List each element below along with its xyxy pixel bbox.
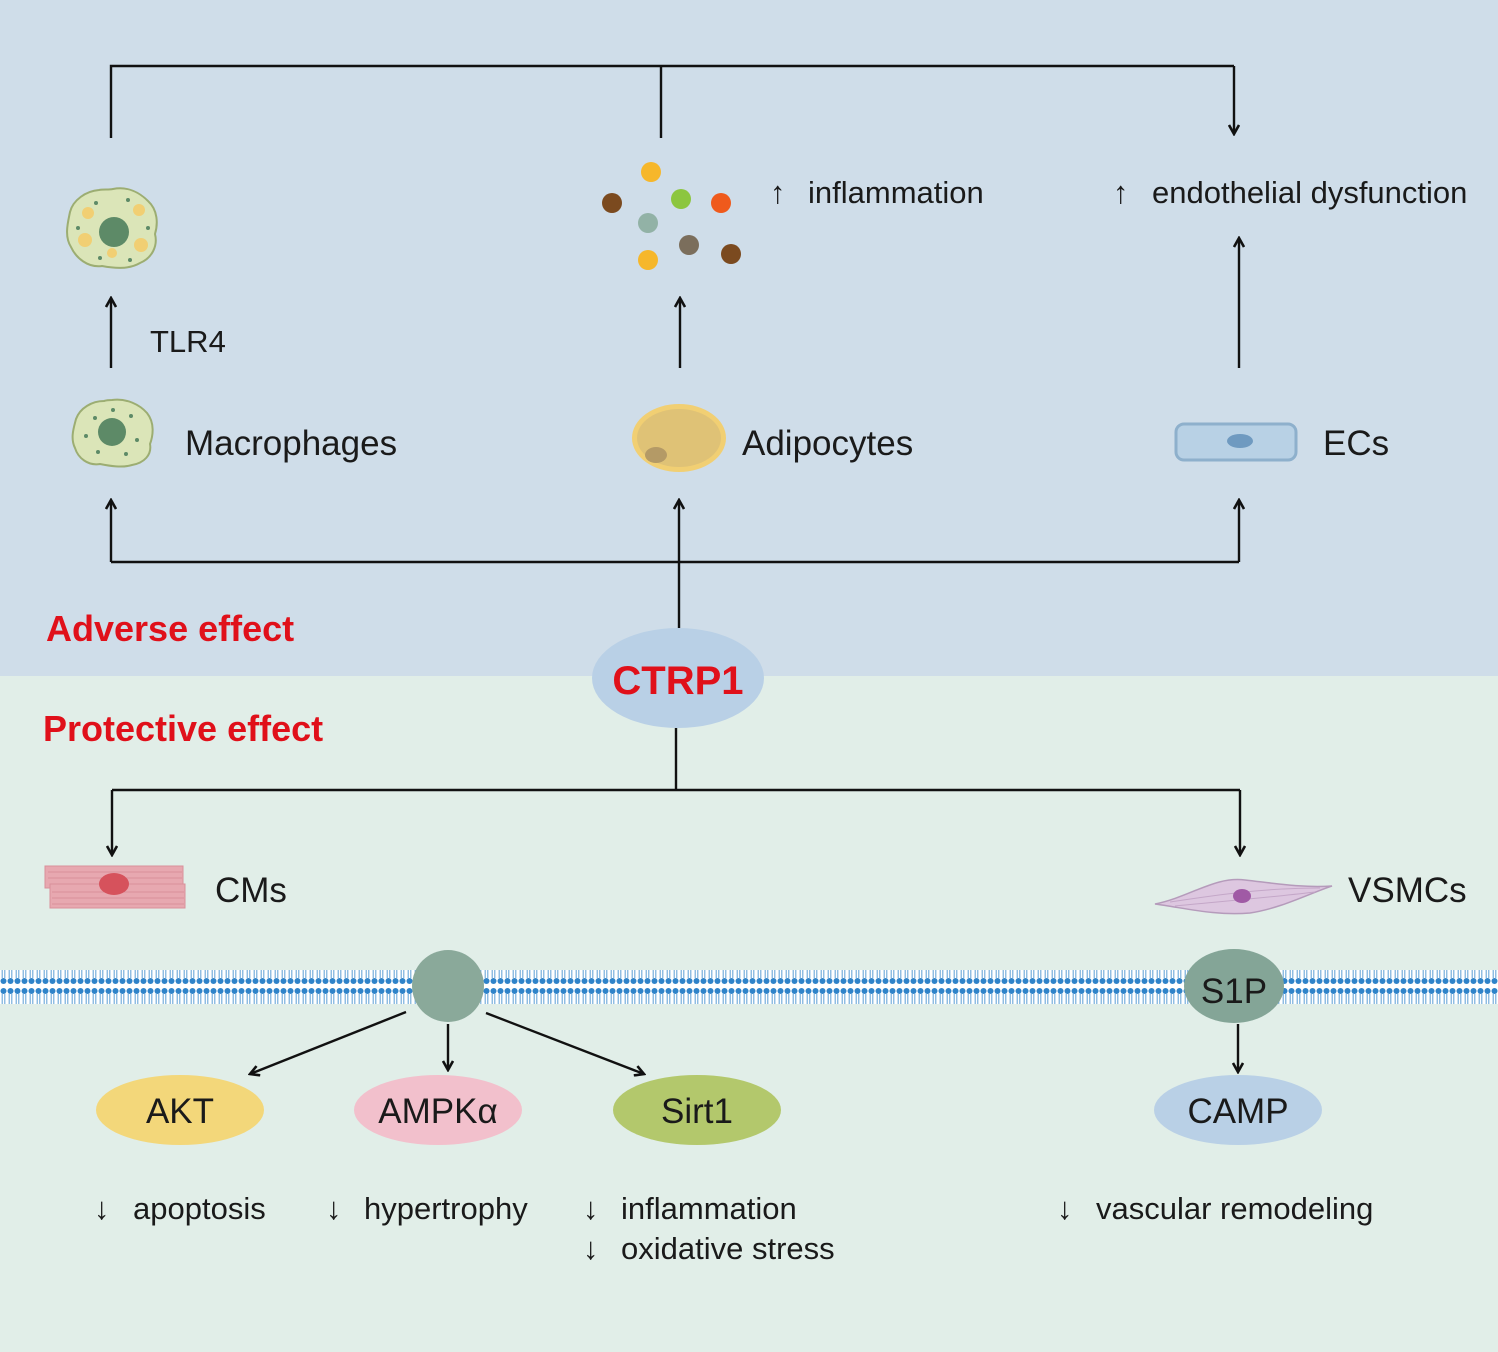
- protective-effect-label: Protective effect: [43, 708, 323, 749]
- vascular-remodeling-down-arrow: ↓: [1057, 1191, 1073, 1226]
- hypertrophy-label: hypertrophy: [364, 1191, 528, 1226]
- camp-label: CAMP: [1187, 1092, 1288, 1131]
- adipocyte-icon: [632, 404, 726, 472]
- sirt1-label: Sirt1: [661, 1092, 733, 1131]
- ctrp1-protective-connector: [112, 728, 1240, 855]
- inflammation-up-arrow: ↑: [770, 175, 786, 210]
- upward-arrows: [111, 238, 1239, 368]
- endothelial-dysfunction-label: endothelial dysfunction: [1152, 175, 1467, 210]
- oxidative-stress-label: oxidative stress: [621, 1231, 835, 1266]
- inflammation-label: inflammation: [808, 175, 984, 210]
- inflammation-down-arrow: ↓: [583, 1191, 599, 1226]
- activated-macrophage-icon: [66, 187, 158, 269]
- ctrp1-node: [592, 628, 764, 728]
- adverse-region: [0, 0, 1498, 676]
- vsmc-icon: [1154, 878, 1333, 915]
- adipocytes-label: Adipocytes: [742, 424, 913, 463]
- endothelial-cell-icon: [1174, 422, 1298, 462]
- vsmcs-label: VSMCs: [1348, 871, 1467, 910]
- tlr4-label: TLR4: [150, 324, 226, 359]
- receptor-arrows: [250, 1010, 1238, 1074]
- sirt1-node: [613, 1075, 781, 1145]
- akt-node: [96, 1075, 264, 1145]
- cms-label: CMs: [215, 871, 287, 910]
- akt-label: AKT: [146, 1092, 214, 1131]
- endothelial-up-arrow: ↑: [1113, 175, 1129, 210]
- adverse-effect-label: Adverse effect: [46, 608, 294, 649]
- s1p-node: [1184, 949, 1284, 1023]
- macrophages-label: Macrophages: [185, 424, 397, 463]
- camp-node: [1154, 1075, 1322, 1145]
- apoptosis-down-arrow: ↓: [94, 1191, 110, 1226]
- top-bracket-connector: [109, 64, 1234, 138]
- inflammation-effect-label: inflammation: [621, 1191, 797, 1226]
- receptor-node: [412, 950, 484, 1022]
- ampk-node: [354, 1075, 522, 1145]
- cardiomyocyte-icon: [44, 865, 186, 909]
- cytokines-icon: [602, 162, 741, 270]
- apoptosis-label: apoptosis: [133, 1191, 266, 1226]
- ctrp1-adverse-connector: [111, 500, 1239, 628]
- macrophage-icon: [71, 398, 154, 468]
- s1p-label: S1P: [1201, 972, 1267, 1011]
- hypertrophy-down-arrow: ↓: [326, 1191, 342, 1226]
- ampk-label: AMPKα: [378, 1092, 497, 1131]
- ecs-label: ECs: [1323, 424, 1389, 463]
- oxidative-stress-down-arrow: ↓: [583, 1231, 599, 1266]
- vascular-remodeling-label: vascular remodeling: [1096, 1191, 1373, 1226]
- ctrp1-label: CTRP1: [612, 659, 743, 703]
